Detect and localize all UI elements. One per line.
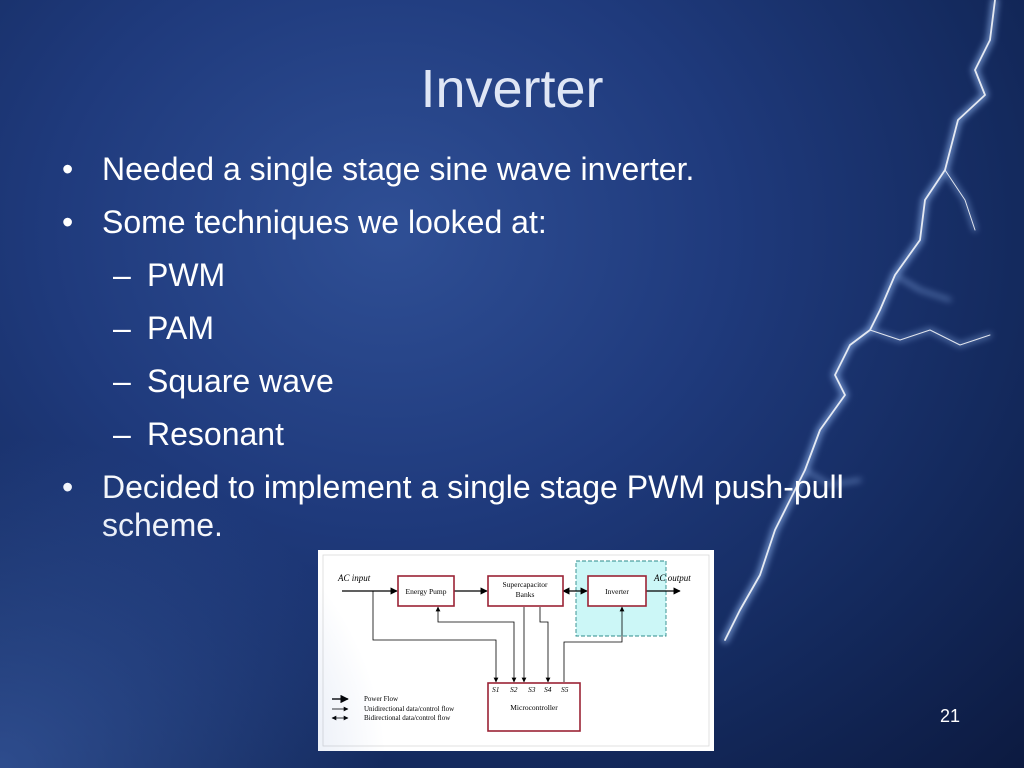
svg-text:Supercapacitor: Supercapacitor (503, 580, 548, 589)
supercapacitor-block: Supercapacitor Banks (487, 575, 564, 607)
sub-bullet-item: – Square wave (58, 362, 938, 400)
bullet-mark: • (62, 204, 74, 240)
sub-bullet-mark: – (113, 416, 131, 452)
svg-text:Energy Pump: Energy Pump (406, 587, 447, 596)
sub-bullet-mark: – (113, 310, 131, 346)
sub-bullet-text: Square wave (147, 363, 334, 399)
sub-bullet-mark: – (113, 363, 131, 399)
bullet-text: Some techniques we looked at: (102, 204, 547, 240)
sub-bullet-item: – PWM (58, 256, 938, 294)
bullet-item: • Needed a single stage sine wave invert… (58, 150, 938, 188)
bullet-text: Decided to implement a single stage PWM … (102, 469, 844, 543)
block-diagram: AC input AC output Energy Pump Supercapa… (318, 550, 714, 751)
sub-bullet-item: – PAM (58, 309, 938, 347)
legend-label: Bidirectional data/control flow (364, 714, 451, 722)
microcontroller-block: Microcontroller (487, 682, 581, 732)
slide-title: Inverter (420, 59, 604, 119)
switch-label: S5 (561, 685, 569, 694)
switch-label: S3 (528, 685, 536, 694)
svg-text:Banks: Banks (516, 590, 535, 599)
sub-bullet-text: PAM (147, 310, 214, 346)
energy-pump-block: Energy Pump (397, 575, 455, 607)
sub-bullet-text: Resonant (147, 416, 284, 452)
ac-output-label: AC output (653, 573, 691, 583)
bullet-list: • Needed a single stage sine wave invert… (58, 150, 938, 559)
svg-text:Microcontroller: Microcontroller (510, 703, 558, 712)
sub-bullet-mark: – (113, 257, 131, 293)
switch-label: S1 (492, 685, 500, 694)
switch-label: S2 (510, 685, 518, 694)
ac-input-label: AC input (337, 573, 371, 583)
svg-text:Inverter: Inverter (605, 587, 629, 596)
bullet-mark: • (62, 151, 74, 187)
bullet-mark: • (62, 469, 74, 505)
sub-bullet-item: – Resonant (58, 415, 938, 453)
diagram-legend: Power Flow Unidirectional data/control f… (331, 694, 455, 722)
legend-label: Unidirectional data/control flow (364, 705, 455, 713)
page-number: 21 (939, 706, 961, 726)
bullet-item: • Decided to implement a single stage PW… (58, 468, 922, 544)
switch-label: S4 (544, 685, 552, 694)
bullet-text: Needed a single stage sine wave inverter… (102, 151, 695, 187)
bullet-item: • Some techniques we looked at: (58, 203, 938, 241)
sub-bullet-text: PWM (147, 257, 226, 293)
inverter-block: Inverter (587, 575, 647, 607)
legend-label: Power Flow (364, 695, 399, 703)
